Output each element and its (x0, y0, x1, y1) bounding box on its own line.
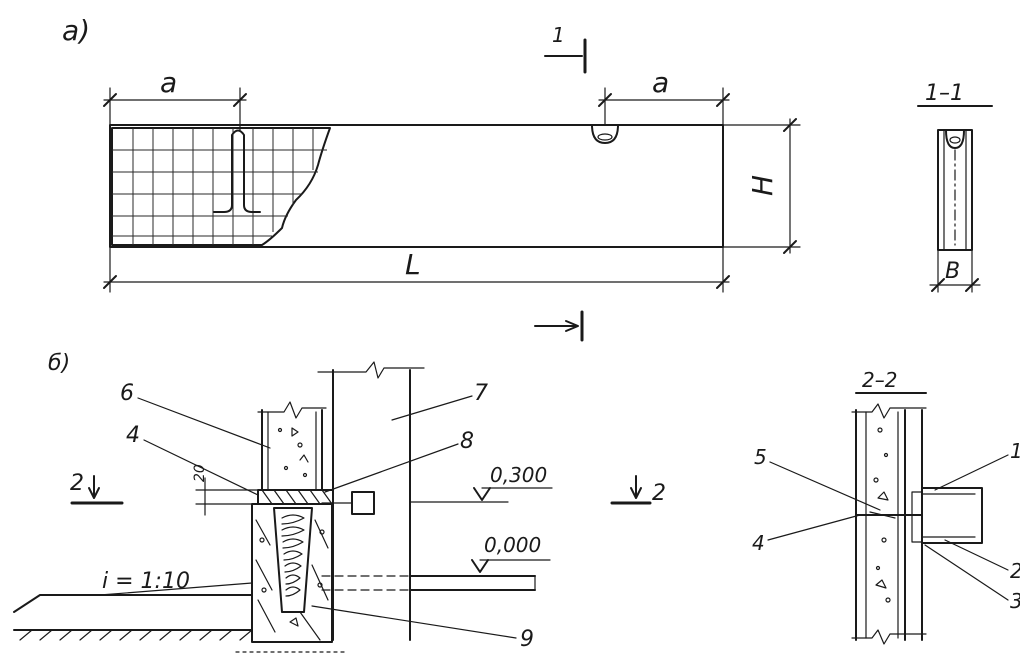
callout-8: 8 (460, 429, 474, 454)
dimension-a-right: a (598, 66, 730, 126)
dimension-20: 20 (192, 464, 259, 516)
callout-9: 9 (520, 627, 534, 652)
reinforcement-grid (111, 127, 331, 246)
slope-label: i = 1:10 (102, 569, 190, 594)
dimension-a-left: a (103, 66, 247, 131)
dim-L-label: L (405, 248, 421, 281)
level-0300: 0,300 (409, 463, 553, 503)
section-mark-2-right: 2 (610, 475, 666, 506)
dim-a-left-label: a (160, 66, 177, 99)
dimension-H: H (722, 118, 801, 254)
dim-H-label: H (746, 175, 779, 196)
section-cut-mark-top: 1 (544, 23, 587, 74)
mortar-layer (257, 489, 334, 505)
section-2-2-label: 2–2 (862, 368, 897, 392)
lifting-loop (213, 129, 261, 213)
embedded-plate (351, 491, 375, 515)
panel-b-label: б) (48, 351, 70, 376)
panel-a: а) 1 (62, 14, 801, 342)
section-1-1: 1–1 B (917, 81, 993, 293)
wall-panel (257, 401, 327, 491)
section-1-1-label: 1–1 (925, 81, 964, 106)
section-2-2: 2–2 5 4 1 2 3 (752, 368, 1020, 645)
dim-B-label: B (945, 259, 960, 284)
callouts-panel-b: 6 4 7 8 9 (120, 381, 534, 652)
level-0000-label: 0,000 (484, 533, 541, 557)
section-mark-2-left-label: 2 (70, 471, 84, 496)
section-mark-2-left: 2 (70, 471, 124, 505)
callout-6: 6 (120, 381, 134, 406)
dimension-L: L (103, 246, 730, 293)
callout-1: 1 (1010, 439, 1020, 463)
beam-outline (109, 124, 724, 248)
panel-b: б) 2 2 (13, 351, 666, 653)
level-0000: 0,000 (321, 533, 551, 591)
section-mark-2-right-label: 2 (652, 481, 666, 506)
level-0300-label: 0,300 (490, 463, 547, 487)
callout-4: 4 (126, 423, 140, 448)
section-cut-mark-bottom (534, 310, 584, 342)
ground: i = 1:10 (13, 569, 345, 653)
lifting-socket (591, 124, 619, 144)
section-mark-1-label: 1 (552, 23, 565, 47)
callout-5: 5 (754, 445, 767, 469)
foundation (251, 503, 333, 643)
dim-a-right-label: a (652, 66, 669, 99)
callout-4-right: 4 (752, 531, 765, 555)
callout-7: 7 (474, 381, 488, 406)
callout-2: 2 (1010, 559, 1020, 583)
panel-a-label: а) (62, 14, 90, 47)
callout-3: 3 (1010, 589, 1020, 613)
